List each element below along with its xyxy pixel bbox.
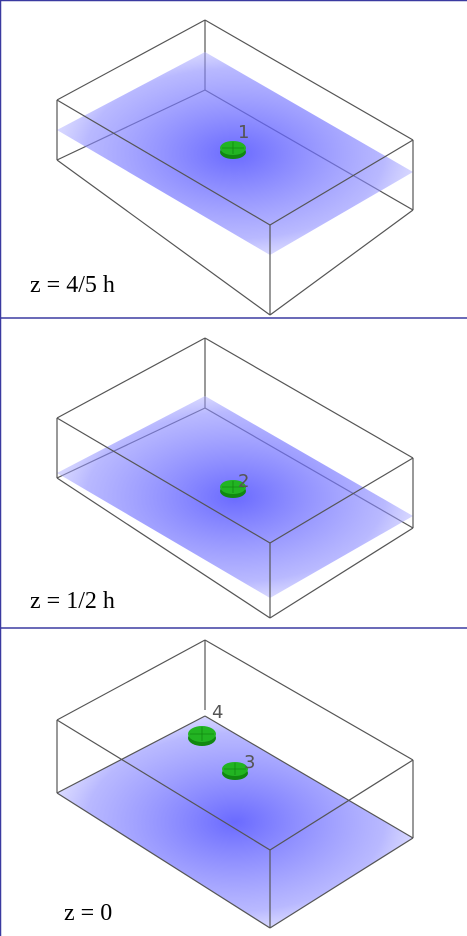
- sensor-label: 1: [238, 122, 249, 143]
- box-diagram: 2: [56, 337, 414, 619]
- height-caption: z = 4/5 h: [30, 272, 115, 298]
- panel-middle: 2 z = 1/2 h: [0, 318, 467, 628]
- box-back-edges: [56, 639, 414, 761]
- box-diagram: 4 3: [56, 639, 414, 929]
- box-front-edges: [56, 99, 414, 316]
- sensor-marker: [220, 480, 246, 498]
- box-front-edges: [56, 715, 414, 929]
- box-front-edges: [56, 417, 414, 619]
- height-caption: z = 1/2 h: [30, 588, 115, 614]
- sensor-label: 3: [244, 752, 255, 773]
- sensor-marker: [222, 762, 248, 780]
- panel-top: 1 z = 4/5 h: [0, 0, 467, 318]
- height-caption: z = 0: [64, 900, 113, 926]
- sensor-label: 2: [238, 471, 249, 492]
- sensor-label: 4: [212, 702, 223, 723]
- sensor-marker: [188, 726, 216, 746]
- box-diagram: 1: [56, 19, 414, 316]
- measurement-plane: [57, 716, 413, 928]
- panel-bottom: 4 3 z = 0: [0, 628, 467, 936]
- sensor-marker: [220, 141, 246, 159]
